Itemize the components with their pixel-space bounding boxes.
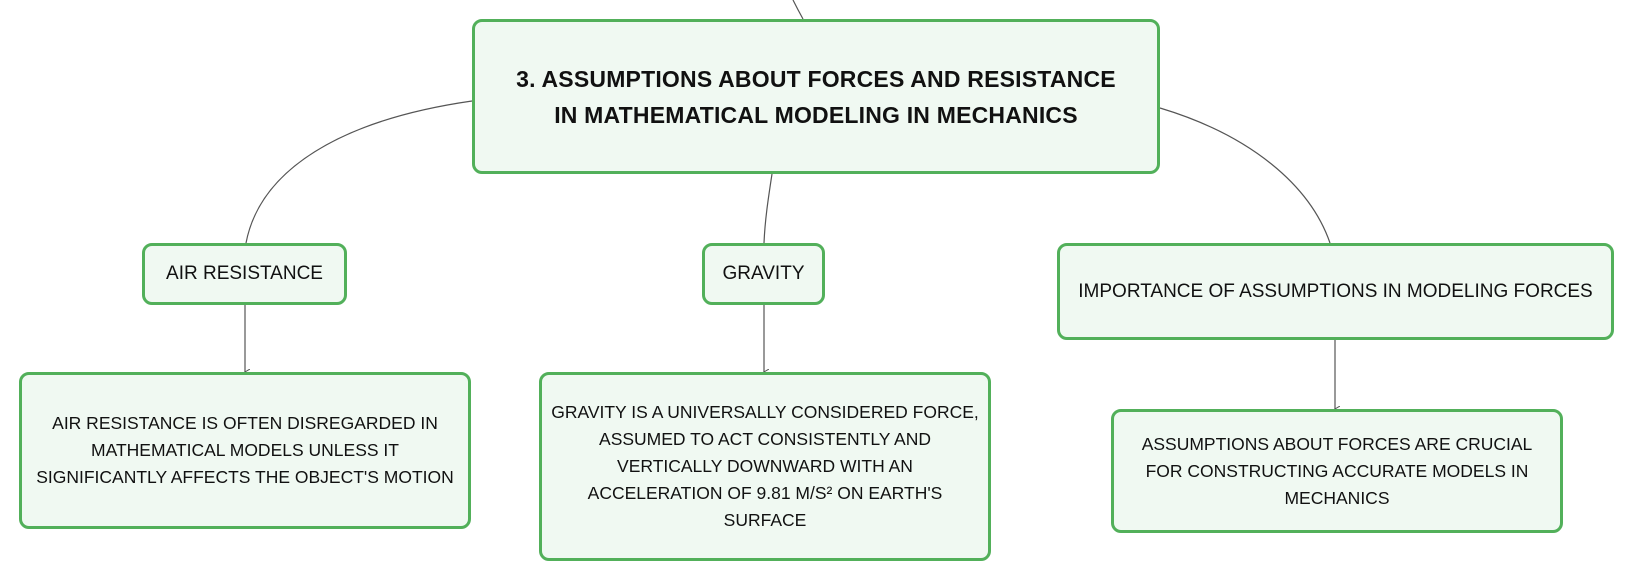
- connector-root-to-importance: [1159, 107, 1331, 244]
- topic-node-importance-of-assumptions[interactable]: IMPORTANCE OF ASSUMPTIONS IN MODELING FO…: [1057, 243, 1614, 340]
- detail-text-air-resistance: AIR RESISTANCE IS OFTEN DISREGARDED IN M…: [36, 413, 454, 487]
- connector-parent-to-root: [792, 0, 804, 20]
- topic-label-gravity: GRAVITY: [722, 263, 805, 284]
- topic-label-importance-of-assumptions: IMPORTANCE OF ASSUMPTIONS IN MODELING FO…: [1078, 280, 1593, 302]
- root-node-label: 3. ASSUMPTIONS ABOUT FORCES AND RESISTAN…: [516, 65, 1116, 128]
- detail-node-gravity[interactable]: GRAVITY IS A UNIVERSALLY CONSIDERED FORC…: [539, 372, 991, 561]
- topic-label-air-resistance: AIR RESISTANCE: [166, 263, 323, 284]
- connector-root-to-air-resistance: [245, 100, 473, 244]
- detail-node-air-resistance[interactable]: AIR RESISTANCE IS OFTEN DISREGARDED IN M…: [19, 372, 471, 529]
- connector-root-to-gravity: [763, 173, 773, 244]
- root-node[interactable]: 3. ASSUMPTIONS ABOUT FORCES AND RESISTAN…: [472, 19, 1160, 174]
- topic-node-air-resistance[interactable]: AIR RESISTANCE: [142, 243, 347, 305]
- topic-node-gravity[interactable]: GRAVITY: [702, 243, 825, 305]
- detail-text-gravity: GRAVITY IS A UNIVERSALLY CONSIDERED FORC…: [551, 402, 979, 530]
- detail-text-importance-of-assumptions: ASSUMPTIONS ABOUT FORCES ARE CRUCIAL FOR…: [1141, 433, 1533, 508]
- detail-node-importance-of-assumptions[interactable]: ASSUMPTIONS ABOUT FORCES ARE CRUCIAL FOR…: [1111, 409, 1563, 533]
